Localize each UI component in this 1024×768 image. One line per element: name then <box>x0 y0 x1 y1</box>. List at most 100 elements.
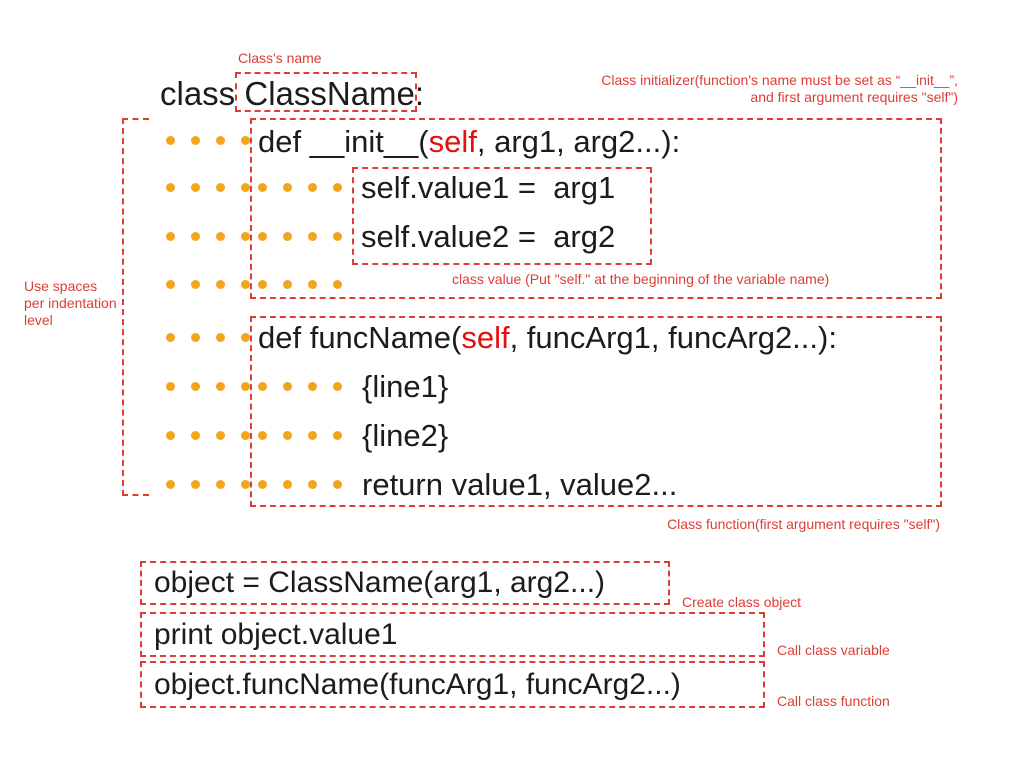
indent-dot <box>166 480 175 489</box>
init-def-self: self <box>428 124 477 159</box>
indent-dots <box>258 382 342 391</box>
indent-dot <box>216 183 225 192</box>
indent-dot <box>166 232 175 241</box>
indent-dot <box>241 183 250 192</box>
indent-dot <box>191 431 200 440</box>
indent-dots <box>166 280 250 289</box>
return-line: return value1, value2... <box>362 467 678 502</box>
indent-dot <box>241 280 250 289</box>
line1-line: {line1} <box>362 369 449 404</box>
indent-dots <box>166 232 250 241</box>
indent-dot <box>216 480 225 489</box>
label-create-object: Create class object <box>682 594 802 610</box>
value1-line: self.value1 = arg1 <box>361 170 616 205</box>
label-class-value: class value (Put "self." at the beginnin… <box>452 271 830 287</box>
indent-dot <box>191 183 200 192</box>
class-def-line: class ClassName: <box>160 76 424 112</box>
print-value-line: print object.value1 <box>154 617 398 651</box>
indent-dot <box>216 280 225 289</box>
indent-dot <box>166 136 175 145</box>
func-def-prefix: def funcName( <box>258 320 462 355</box>
indent-dots <box>166 431 250 440</box>
init-def-prefix: def __init__( <box>258 124 429 159</box>
indent-dot <box>166 431 175 440</box>
classname-box <box>235 72 417 112</box>
indent-dot <box>333 431 342 440</box>
indent-dot <box>333 232 342 241</box>
indent-dots <box>258 280 342 289</box>
indent-dots <box>258 183 342 192</box>
create-object-box: object = ClassName(arg1, arg2...) <box>140 561 670 605</box>
indent-dot <box>258 480 267 489</box>
func-def-suffix: , funcArg1, funcArg2...): <box>509 320 837 355</box>
class-name-text: ClassName <box>244 75 415 112</box>
indent-dots <box>166 382 250 391</box>
class-value-box <box>352 167 652 265</box>
indent-dot <box>283 232 292 241</box>
class-keyword: class <box>160 75 245 112</box>
indent-dot <box>216 333 225 342</box>
indent-dot <box>241 232 250 241</box>
indent-dot <box>308 480 317 489</box>
indent-dots <box>258 232 342 241</box>
indent-dot <box>216 136 225 145</box>
label-class-initializer: Class initializer(function's name must b… <box>601 72 958 105</box>
func-def-self: self <box>461 320 510 355</box>
indent-dot <box>241 333 250 342</box>
indent-dot <box>283 382 292 391</box>
label-call-function: Call class function <box>777 693 890 709</box>
indent-dot <box>216 382 225 391</box>
indent-dots <box>258 480 342 489</box>
indent-dot <box>241 382 250 391</box>
indent-dot <box>216 431 225 440</box>
indent-dot <box>308 280 317 289</box>
indentation-bracket <box>122 118 149 496</box>
indent-dot <box>191 232 200 241</box>
class-colon: : <box>414 75 425 112</box>
indent-dot <box>308 183 317 192</box>
indent-dot <box>191 333 200 342</box>
line2-line: {line2} <box>362 418 449 453</box>
indent-dots <box>166 183 250 192</box>
init-def-suffix: , arg1, arg2...): <box>476 124 681 159</box>
indent-dot <box>258 183 267 192</box>
indent-dot <box>258 280 267 289</box>
indent-dot <box>258 431 267 440</box>
indent-dot <box>308 232 317 241</box>
class-function-box <box>250 316 942 507</box>
print-value-box: print object.value1 <box>140 612 765 657</box>
indent-dot <box>258 232 267 241</box>
indent-dot <box>333 382 342 391</box>
indent-dot <box>283 431 292 440</box>
indent-dot <box>191 382 200 391</box>
indent-dot <box>166 280 175 289</box>
indent-dot <box>258 382 267 391</box>
call-function-line: object.funcName(funcArg1, funcArg2...) <box>154 667 681 701</box>
call-function-box: object.funcName(funcArg1, funcArg2...) <box>140 661 765 708</box>
indent-dot <box>191 136 200 145</box>
label-class-function: Class function(first argument requires "… <box>667 516 940 532</box>
indent-dot <box>241 431 250 440</box>
label-class-name: Class's name <box>238 50 322 66</box>
indent-dot <box>333 480 342 489</box>
indent-dot <box>166 382 175 391</box>
indent-dot <box>166 183 175 192</box>
indent-dots <box>166 136 250 145</box>
indent-dot <box>308 431 317 440</box>
func-def-line: def funcName(self, funcArg1, funcArg2...… <box>258 320 837 356</box>
indent-dots <box>258 431 342 440</box>
create-object-line: object = ClassName(arg1, arg2...) <box>154 566 606 599</box>
indent-dot <box>283 280 292 289</box>
init-def-line: def __init__(self, arg1, arg2...): <box>258 124 680 160</box>
indent-dot <box>283 480 292 489</box>
indent-dot <box>191 480 200 489</box>
indent-dot <box>241 136 250 145</box>
indent-dot <box>333 280 342 289</box>
label-call-variable: Call class variable <box>777 642 890 658</box>
indent-dot <box>191 280 200 289</box>
indent-dot <box>216 232 225 241</box>
indent-dot <box>283 183 292 192</box>
label-indentation: Use spaces per indentation level <box>24 278 117 328</box>
init-function-box <box>250 118 942 299</box>
